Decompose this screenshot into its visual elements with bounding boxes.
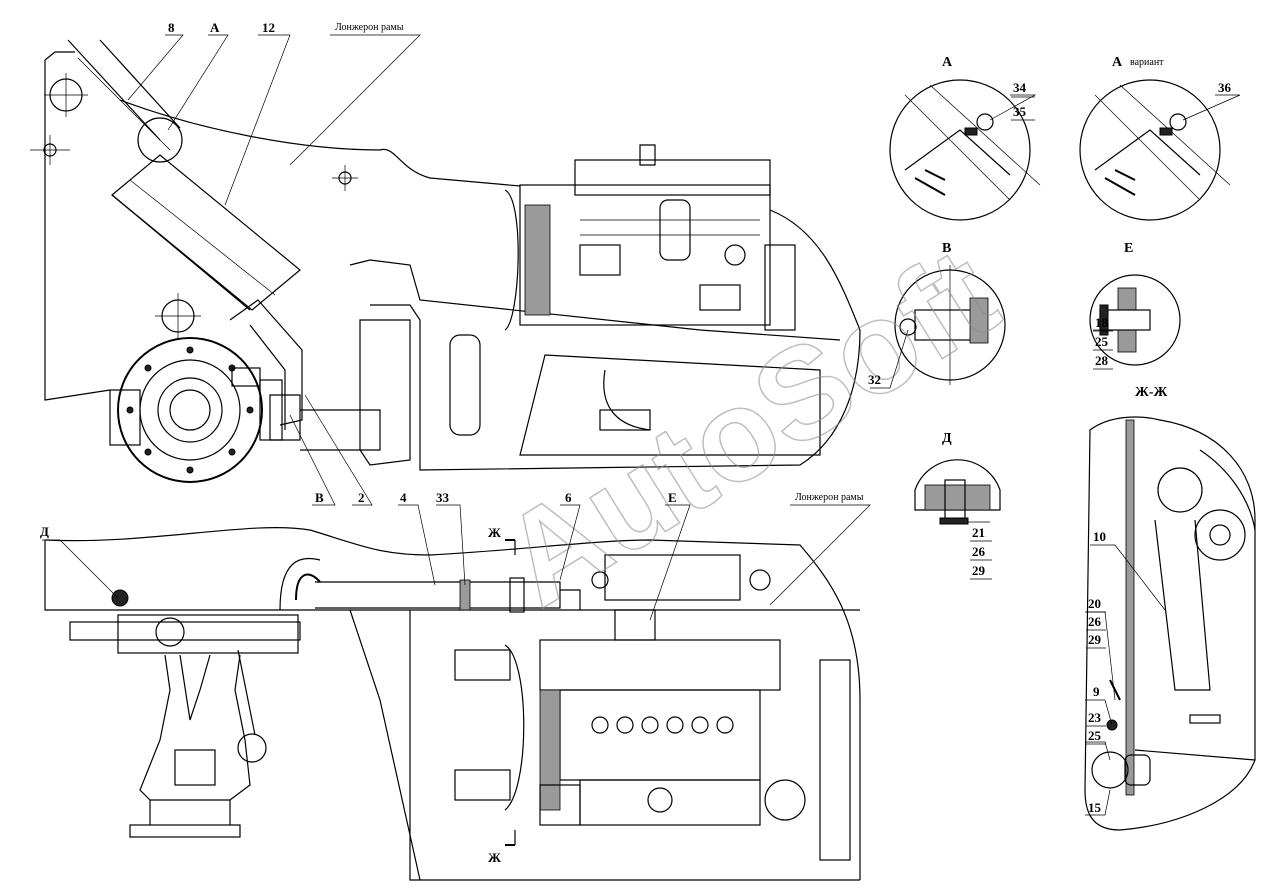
callout-18: 18 — [1095, 315, 1109, 330]
callout-a-top: А — [210, 20, 220, 35]
callout-29-zh: 29 — [1088, 632, 1102, 647]
callout-12: 12 — [262, 20, 275, 35]
callout-25-e: 25 — [1095, 334, 1109, 349]
callout-b-top: В — [315, 490, 324, 505]
callout-33: 33 — [436, 490, 450, 505]
view-title-b: В — [942, 241, 951, 256]
callout-d-bottom: Д — [40, 524, 49, 539]
callout-32: 32 — [868, 372, 881, 387]
view-title-a-variant-word: вариант — [1130, 57, 1164, 68]
callout-36: 36 — [1218, 80, 1232, 95]
callout-underlines — [970, 96, 1113, 745]
callout-15: 15 — [1088, 800, 1102, 815]
detail-view-a — [889, 79, 1041, 221]
callout-4: 4 — [400, 490, 407, 505]
view-title-a-variant-letter: А — [1112, 55, 1123, 70]
callout-8: 8 — [168, 20, 175, 35]
callout-e-bottom: Е — [668, 490, 677, 505]
callout-10: 10 — [1093, 529, 1106, 544]
bottom-view — [44, 527, 861, 881]
detail-view-d — [914, 459, 1001, 525]
callout-25-zh: 25 — [1088, 728, 1102, 743]
top-view — [30, 39, 861, 483]
callout-28: 28 — [1095, 353, 1109, 368]
view-title-d: Д — [942, 431, 952, 446]
callout-6: 6 — [565, 490, 572, 505]
section-zh-zh — [1084, 416, 1256, 831]
detail-view-a-variant — [1079, 79, 1231, 221]
section-mark-zh-top: Ж — [488, 525, 501, 540]
callout-26-zh: 26 — [1088, 614, 1102, 629]
view-title-a: А — [942, 55, 953, 70]
labels: 8 А 12 Лонжерон рамы В 2 Д 4 33 6 Е Лонж… — [40, 20, 1232, 865]
callout-21: 21 — [972, 525, 985, 540]
callout-9: 9 — [1093, 684, 1100, 699]
callout-35: 35 — [1013, 104, 1027, 119]
watermark-text: AutoSoft — [477, 219, 1020, 634]
detail-view-e — [1089, 274, 1181, 366]
callout-26-d: 26 — [972, 544, 986, 559]
frame-note-top: Лонжерон рамы — [335, 22, 404, 33]
view-title-e: Е — [1124, 241, 1133, 256]
detail-view-b — [894, 265, 1006, 385]
frame-note-bottom: Лонжерон рамы — [795, 492, 864, 503]
callout-23: 23 — [1088, 710, 1102, 725]
callout-29-d: 29 — [972, 563, 986, 578]
view-title-zh-zh: Ж-Ж — [1135, 385, 1168, 400]
callout-20: 20 — [1088, 596, 1101, 611]
section-mark-zh-bottom: Ж — [488, 850, 501, 865]
callout-2: 2 — [358, 490, 365, 505]
callout-34: 34 — [1013, 80, 1027, 95]
